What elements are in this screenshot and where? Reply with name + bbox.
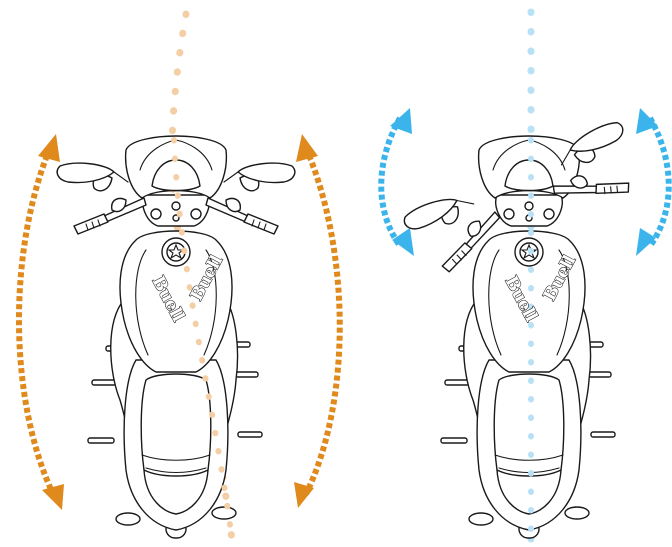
right-arrowhead xyxy=(390,108,412,134)
right-panel: Buell Buell xyxy=(381,12,669,540)
left-panel: Buell Buell xyxy=(19,14,340,540)
left-arrowhead xyxy=(42,484,64,510)
right-turn-arrow-right xyxy=(650,118,669,246)
right-arrowhead xyxy=(392,228,414,256)
right-motorcycle: Buell Buell xyxy=(401,119,647,540)
left-arrowhead xyxy=(296,134,318,162)
left-turn-arrow-right xyxy=(306,148,340,494)
left-turn-arrow-left xyxy=(19,148,54,496)
right-turn-arrow-left xyxy=(381,118,400,246)
left-arrowhead xyxy=(38,134,60,162)
left-motorcycle: Buell Buell xyxy=(57,136,295,540)
